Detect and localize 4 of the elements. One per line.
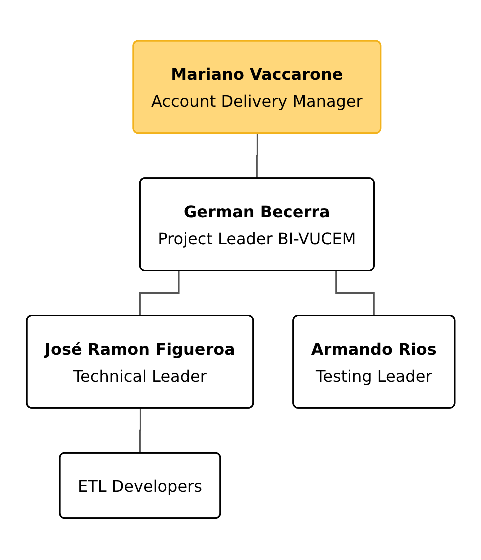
connector xyxy=(139,408,141,455)
connector xyxy=(335,272,375,318)
connector xyxy=(256,134,258,180)
connector xyxy=(139,272,180,318)
